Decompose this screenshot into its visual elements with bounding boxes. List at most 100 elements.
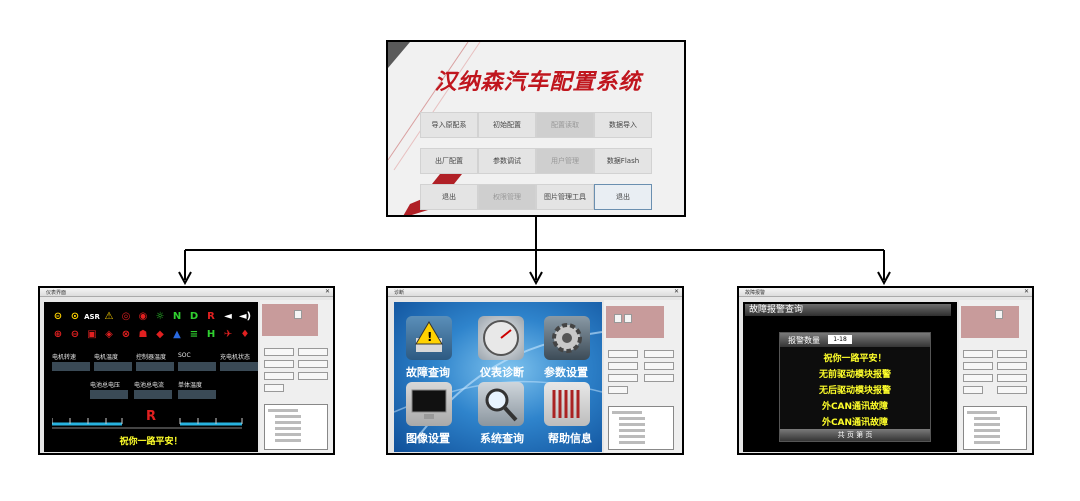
side-button[interactable]	[963, 386, 983, 394]
gauge-value-box	[220, 362, 258, 371]
preview-area	[606, 306, 664, 338]
warning-indicator-icon: ☗	[138, 329, 148, 340]
init-config-button[interactable]: 初始配置	[478, 112, 536, 138]
item-tree[interactable]	[264, 404, 328, 450]
close-icon[interactable]: ✕	[1023, 288, 1029, 295]
warning-indicator-icon: ✈	[223, 329, 233, 340]
side-button[interactable]	[298, 360, 328, 368]
alarm-pager[interactable]: 共 页 第 页	[780, 429, 930, 441]
window-titlebar: 仪表界面✕	[40, 288, 333, 297]
side-button[interactable]	[298, 372, 328, 380]
gauge-label: 电机温度	[94, 354, 119, 361]
help-info-label[interactable]: 帮助信息	[548, 432, 592, 445]
side-button[interactable]	[963, 374, 993, 382]
alarm-item[interactable]: 外CAN通讯故障	[821, 402, 889, 412]
gauge-value-box	[136, 362, 174, 371]
side-button[interactable]	[963, 362, 993, 370]
quit-button[interactable]: 退出	[594, 184, 652, 210]
alarm-screen: 故障报警查询 报警数量 1-18 祝你一路平安！ 无前驱动模块报警 无后驱动模块…	[743, 302, 957, 452]
side-button[interactable]	[608, 350, 638, 358]
side-button[interactable]	[608, 362, 638, 370]
gauge-icon[interactable]	[478, 316, 524, 360]
warning-indicator-icon: ▲	[173, 329, 181, 340]
alarm-item[interactable]: 外CAN通讯故障	[821, 418, 889, 428]
gear-icon[interactable]	[544, 316, 590, 360]
side-button[interactable]	[997, 386, 1027, 394]
gauge-label: 充电机状态	[220, 354, 251, 361]
side-button[interactable]	[264, 360, 294, 368]
side-button[interactable]	[264, 372, 294, 380]
alarm-count-label: 报警数量	[788, 336, 820, 345]
warning-indicator-icon: ◄)	[238, 311, 252, 322]
alarm-item[interactable]: 无前驱动模块报警	[818, 370, 891, 380]
monitor-icon[interactable]	[406, 382, 452, 426]
warning-indicator-icon: ⊖	[70, 329, 80, 340]
alarm-item[interactable]: 祝你一路平安！	[823, 354, 887, 364]
side-button[interactable]	[644, 362, 674, 370]
param-debug-button[interactable]: 参数调试	[478, 148, 536, 174]
image-tool-button[interactable]: 图片管理工具	[536, 184, 594, 210]
warning-indicator-icon: ☼	[155, 311, 165, 322]
control-panel	[260, 300, 333, 453]
warning-indicator-icon: ⊕	[53, 329, 63, 340]
exit-button[interactable]: 退出	[420, 184, 478, 210]
side-button[interactable]	[608, 374, 638, 382]
main-config-window: 汉纳森汽车配置系统 导入原配系 初始配置 配置读取 数据导入 出厂配置 参数调试…	[386, 40, 686, 217]
side-button[interactable]	[264, 348, 294, 356]
side-button[interactable]	[644, 374, 674, 382]
read-config-button[interactable]: 配置读取	[536, 112, 594, 138]
side-button[interactable]	[644, 350, 674, 358]
meter-diag-label[interactable]: 仪表诊断	[480, 366, 524, 379]
magnifier-icon[interactable]	[478, 382, 524, 426]
side-button[interactable]	[997, 350, 1027, 358]
gauge-value-box	[94, 362, 132, 371]
item-tree[interactable]	[963, 406, 1027, 450]
data-flash-button[interactable]: 数据Flash	[594, 148, 652, 174]
side-button[interactable]	[963, 350, 993, 358]
close-icon[interactable]: ✕	[673, 288, 679, 295]
warning-indicator-icon: ◎	[121, 311, 131, 322]
alarm-count-value: 1-18	[828, 335, 852, 344]
gauge-label: 控制器温度	[136, 354, 167, 361]
import-button[interactable]: 导入原配系	[420, 112, 478, 138]
help-book-icon[interactable]	[544, 382, 590, 426]
close-icon[interactable]: ✕	[324, 288, 330, 295]
gauge-label: SOC	[178, 352, 191, 359]
side-button[interactable]	[997, 374, 1027, 382]
side-button[interactable]	[608, 386, 628, 394]
control-panel	[604, 300, 682, 453]
gauge-value-box	[90, 390, 128, 399]
svg-text:!: !	[427, 330, 432, 344]
preview-area	[262, 304, 318, 336]
warning-indicator-icon: ≡	[189, 329, 199, 340]
gauge-label: 电池总电压	[90, 382, 121, 389]
permission-button[interactable]: 权限管理	[478, 184, 536, 210]
warning-indicator-icon: ⊝	[53, 311, 63, 322]
data-import-button[interactable]: 数据导入	[594, 112, 652, 138]
gauge-label: 单体温度	[178, 382, 203, 389]
warning-indicator-icon: ◉	[138, 311, 148, 322]
warning-indicator-icon: D	[189, 311, 199, 322]
arrowhead-middle	[529, 271, 543, 286]
image-set-label[interactable]: 图像设置	[406, 432, 450, 445]
window-titlebar: 故障报警✕	[739, 288, 1032, 297]
arrowhead-left	[178, 271, 192, 286]
item-tree[interactable]	[608, 406, 674, 450]
warning-indicator-icon: ASR	[84, 312, 100, 321]
fault-query-icon[interactable]: !	[406, 316, 452, 360]
diagnosis-window: 诊断✕ ! 故障查询 仪表诊断 参数设置 图像设置 系统查询 帮助信息	[386, 286, 684, 455]
warning-indicator-icon: ♦	[240, 329, 250, 340]
side-button[interactable]	[298, 348, 328, 356]
factory-config-button[interactable]: 出厂配置	[420, 148, 478, 174]
side-button[interactable]	[264, 384, 284, 392]
system-query-label[interactable]: 系统查询	[480, 432, 524, 445]
user-manage-button[interactable]: 用户管理	[536, 148, 594, 174]
param-set-label[interactable]: 参数设置	[544, 366, 588, 379]
side-button[interactable]	[997, 362, 1027, 370]
warning-indicator-icon: ⊗	[121, 329, 131, 340]
fault-query-label[interactable]: 故障查询	[406, 366, 450, 379]
alarm-item[interactable]: 无后驱动模块报警	[818, 386, 891, 396]
warning-indicator-icon: ▣	[87, 329, 97, 340]
